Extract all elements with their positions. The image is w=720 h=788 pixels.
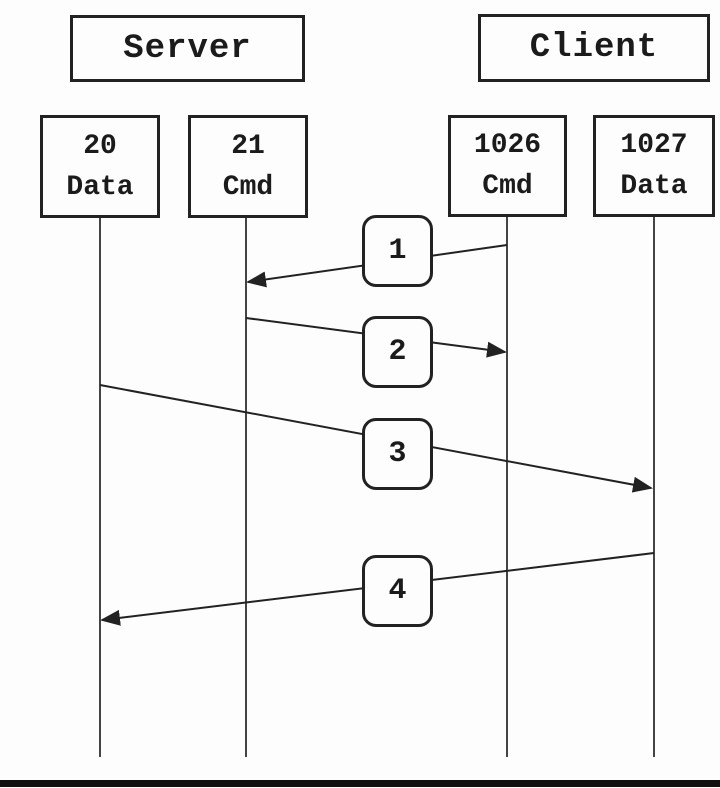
port-kind: Data (620, 171, 688, 202)
message-label-4: 4 (362, 555, 433, 627)
port-box-client-data: 1027 Data (593, 115, 715, 217)
message-label-1: 1 (362, 215, 433, 287)
port-box-server-data: 20 Data (40, 115, 160, 218)
port-box-client-cmd: 1026 Cmd (448, 115, 567, 217)
client-label: Client (529, 29, 659, 67)
port-number: 1027 (620, 130, 688, 161)
bottom-border-bar (0, 780, 720, 787)
message-number: 1 (388, 234, 407, 268)
server-label: Server (123, 29, 252, 68)
client-box: Client (478, 14, 710, 82)
message-label-3: 3 (362, 418, 433, 490)
message-number: 3 (388, 437, 407, 471)
port-number: 21 (231, 130, 265, 162)
server-box: Server (70, 15, 305, 82)
port-number: 20 (83, 130, 117, 162)
port-number: 1026 (473, 130, 542, 161)
port-box-server-cmd: 21 Cmd (188, 115, 308, 218)
port-kind: Cmd (222, 171, 274, 203)
message-number: 4 (388, 574, 407, 608)
message-number: 2 (388, 335, 407, 369)
message-label-2: 2 (362, 316, 433, 388)
port-kind: Cmd (482, 171, 533, 202)
port-kind: Data (66, 171, 134, 203)
